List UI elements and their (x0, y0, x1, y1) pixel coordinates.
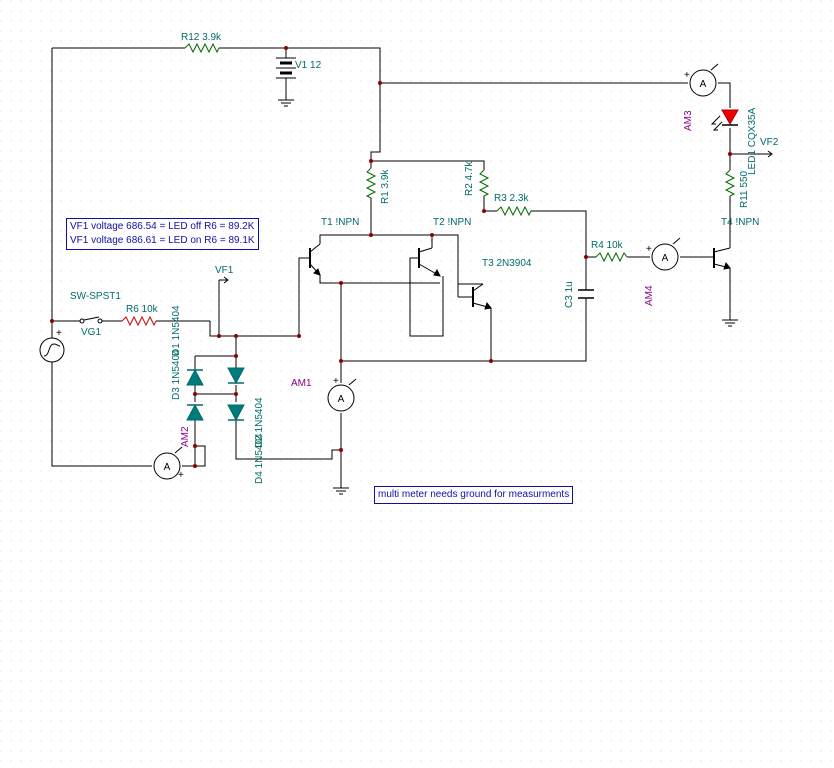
ground-note-text: multi meter needs ground for measurments (378, 489, 570, 500)
resistor-r2 (478, 169, 490, 197)
capacitor-c3 (578, 289, 594, 299)
label-am2: AM2 (180, 426, 191, 447)
label-vf1: VF1 (215, 265, 234, 276)
diode-d1 (186, 403, 204, 421)
transistor-t1 (309, 243, 321, 276)
vf1-probe (219, 276, 229, 284)
resistor-r11 (724, 169, 736, 197)
measurement-note-line-1: VF1 voltage 686.54 = LED off R6 = 89.2K (70, 221, 255, 232)
ammeters: A + A + A + A + (153, 63, 719, 481)
label-t2: T2 !NPN (433, 217, 471, 228)
ammeter-am1: A + (327, 376, 357, 412)
component-labels: R12 3.9k V1 12 R1 3.9k R2 4.7k R3 2.3k R… (70, 32, 779, 484)
transistor-t2 (418, 247, 441, 277)
resistor-r6[interactable] (121, 315, 157, 327)
label-sw: SW-SPST1 (70, 291, 121, 302)
am1-symbol: A (338, 394, 345, 405)
ground-note: multi meter needs ground for measurments (374, 486, 574, 504)
resistor-r3 (496, 205, 532, 217)
led-diode (710, 109, 739, 131)
label-r12: R12 3.9k (181, 32, 222, 43)
vf2-probe (767, 150, 773, 158)
diode-d4 (227, 367, 245, 385)
switch-sw-spst1[interactable] (79, 316, 103, 324)
label-d3: D3 1N5404 (171, 349, 182, 400)
label-t1: T1 !NPN (321, 217, 359, 228)
am3-plus: + (684, 70, 690, 81)
vg1-plus: + (56, 328, 62, 339)
grounds (278, 99, 738, 495)
signal-source-vg1 (39, 337, 65, 363)
ground-t4 (722, 319, 738, 327)
resistor-r12 (184, 42, 220, 54)
label-r11: R11 550 (739, 170, 750, 208)
transistor-t4 (706, 247, 731, 270)
probes (219, 150, 773, 284)
ground-am1 (333, 487, 349, 495)
label-v1: V1 12 (295, 60, 322, 71)
label-am3: AM3 (683, 110, 694, 131)
transistor-t3 (472, 283, 492, 310)
label-r6: R6 10k (126, 304, 159, 315)
label-led: LED1 CQX35A (747, 107, 758, 175)
label-r2: R2 4.7k (464, 161, 475, 196)
ammeter-am2: A + (153, 446, 184, 481)
label-d4: D4 1N5404 (254, 433, 265, 484)
label-t4: T4 !NPN (721, 217, 759, 228)
diode-d2 (227, 404, 245, 422)
ammeter-am3: A + (684, 63, 719, 97)
label-vf2: VF2 (760, 137, 779, 148)
junction-dots (50, 46, 732, 468)
resistor-r4 (595, 251, 628, 263)
label-r3: R3 2.3k (494, 193, 529, 204)
label-t3: T3 2N3904 (482, 258, 532, 269)
measurement-note: VF1 voltage 686.54 = LED off R6 = 89.2K … (66, 218, 259, 250)
label-d1: D1 1N5404 (171, 305, 182, 356)
label-vg1: VG1 (81, 327, 101, 338)
am2-plus: + (178, 470, 184, 481)
label-am1: AM1 (291, 378, 312, 389)
ammeter-am4: A + (646, 237, 681, 271)
am2-symbol: A (164, 462, 171, 473)
label-am4: AM4 (644, 285, 655, 306)
am3-symbol: A (700, 79, 707, 90)
ground-battery (278, 99, 294, 107)
measurement-note-line-2: VF1 voltage 686.61 = LED on R6 = 89.1K (70, 235, 255, 246)
label-r1: R1 3.9k (380, 169, 391, 204)
am4-symbol: A (662, 253, 669, 264)
resistor-r1 (365, 167, 377, 199)
diode-d3 (186, 368, 204, 386)
resistors (184, 42, 736, 263)
am1-plus: + (333, 376, 339, 387)
transistors (309, 243, 731, 310)
am4-plus: + (646, 244, 652, 255)
label-r4: R4 10k (591, 240, 624, 251)
wires (51, 47, 772, 488)
diodes (186, 109, 739, 422)
label-c3: C3 1u (564, 281, 575, 308)
battery-v1 (276, 57, 296, 79)
label-d2: D2 1N5404 (254, 397, 265, 448)
